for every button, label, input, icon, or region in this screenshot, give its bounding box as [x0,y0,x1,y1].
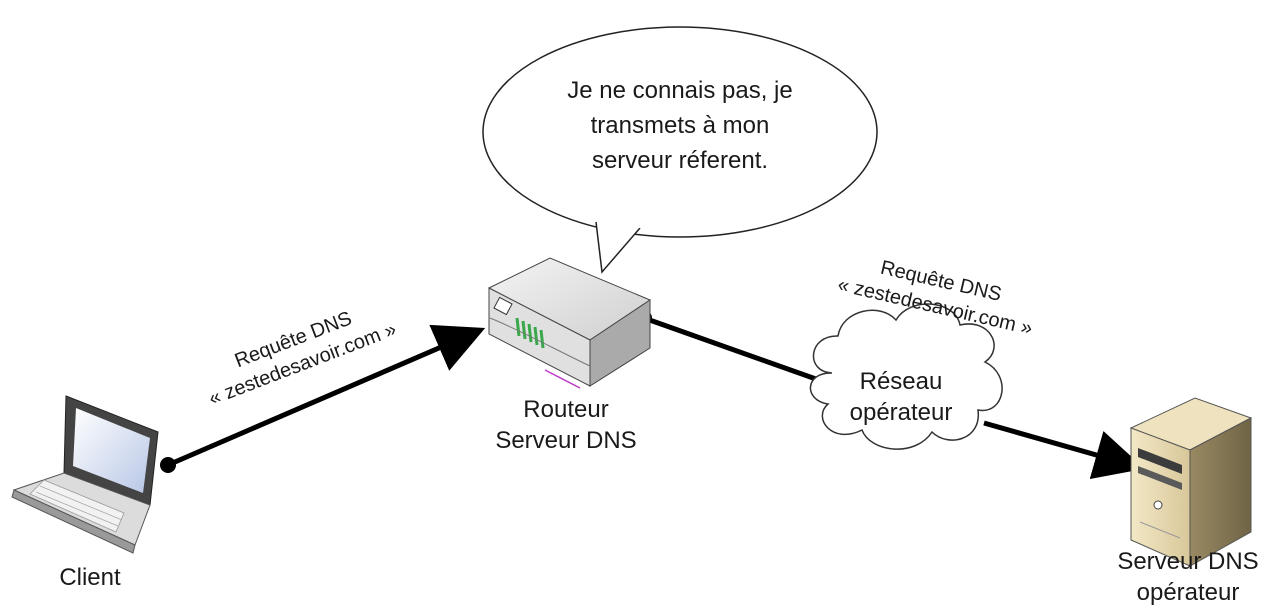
laptop-icon [11,395,159,554]
edge-cloud-server [983,420,1145,480]
edge-client-router [167,324,486,468]
router-icon [487,257,652,389]
cloud-icon [809,303,1003,450]
router-label: Routeur Serveur DNS [476,394,656,456]
server-label: Serveur DNS opérateur [1100,546,1276,608]
router-label-line2: Serveur DNS [495,427,637,455]
speech-line-1: Je ne connais pas, je [567,77,793,104]
network-label-line2: opérateur [849,399,953,427]
server-label-line2: opérateur [1136,579,1240,607]
edge-dot-client [160,457,176,473]
speech-line-2: transmets à mon [590,111,770,139]
network-label: Réseau opérateur [826,366,976,428]
speech-bubble [482,26,878,274]
edge-router-cloud [643,315,831,387]
server-label-line1: Serveur DNS [1117,548,1259,575]
speech-text: Je ne connais pas, je transmets à mon se… [548,74,812,178]
network-label-line1: Réseau [859,368,943,395]
server-icon [1129,397,1253,567]
client-label: Client [59,564,121,591]
router-label-line1: Routeur [523,396,609,423]
speech-line-3: serveur réferent. [591,146,769,174]
